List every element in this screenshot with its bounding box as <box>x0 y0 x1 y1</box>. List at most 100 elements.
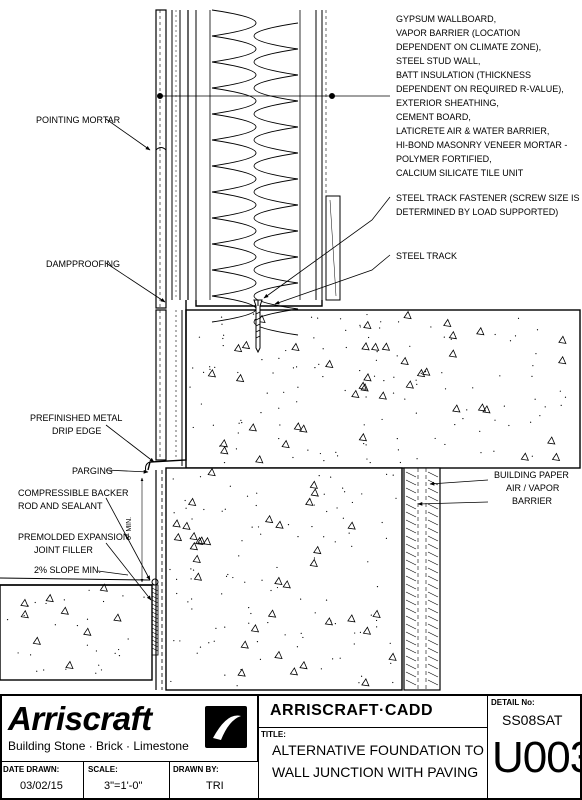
speckle-dot <box>415 379 417 381</box>
speckle-dot <box>212 424 214 426</box>
speckle-dot <box>63 599 65 601</box>
speckle-dot <box>325 599 328 601</box>
concrete-slab <box>185 309 581 469</box>
speckle-dot <box>326 510 328 513</box>
speckle-dot <box>208 642 210 644</box>
speckle-dot <box>319 452 321 455</box>
aggregate-mark <box>405 380 414 389</box>
speckle-dot <box>351 545 353 547</box>
speckle-dot <box>366 458 368 460</box>
speckle-dot <box>276 566 278 569</box>
aggregate-mark <box>551 452 561 461</box>
aggregate-mark <box>250 624 260 633</box>
speckle-dot <box>100 669 103 671</box>
scale-cell <box>84 762 170 800</box>
speckle-dot <box>118 648 120 651</box>
aggregate-mark <box>520 452 529 461</box>
aggregate-mark <box>362 626 372 635</box>
aggregate-mark <box>237 668 246 677</box>
aggregate-mark <box>65 660 74 670</box>
speckle-dot <box>466 409 468 411</box>
speckle-dot <box>336 455 339 457</box>
speckle-dot <box>404 398 406 400</box>
date-value: 03/02/15 <box>20 780 63 792</box>
speckle-dot <box>335 451 337 453</box>
date-label: DATE DRAWN: <box>3 765 60 774</box>
aggregate-mark <box>219 438 228 448</box>
aggregate-mark <box>282 580 291 589</box>
speckle-dot <box>256 641 259 643</box>
speckle-dot <box>203 508 205 511</box>
speckle-dot <box>368 336 370 339</box>
speckle-dot <box>189 386 191 388</box>
right-wall-section <box>403 467 441 691</box>
aggregate-mark <box>193 572 203 581</box>
speckle-dot <box>199 542 201 544</box>
speckle-dot <box>6 618 9 621</box>
speckle-dot <box>143 596 145 598</box>
aggregate-mark <box>248 423 257 432</box>
speckle-dot <box>358 682 360 684</box>
aggregate-mark <box>20 609 29 619</box>
aggregate-mark <box>477 403 487 412</box>
speckle-dot <box>192 569 195 571</box>
brand-cell <box>0 694 258 762</box>
speckle-dot <box>276 586 279 589</box>
speckle-dot <box>241 540 243 542</box>
speckle-dot <box>376 626 378 628</box>
speckle-dot <box>514 335 517 337</box>
aggregate-mark <box>381 342 391 351</box>
detail-code: SS08SAT <box>502 712 563 728</box>
aggregate-mark <box>182 521 191 530</box>
speckle-dot <box>209 366 211 368</box>
speckle-dot <box>227 573 229 576</box>
speckle-dot <box>365 396 367 398</box>
speckle-dot <box>225 575 228 577</box>
speckle-dot <box>248 607 250 609</box>
speckle-dot <box>237 432 239 434</box>
speckle-dot <box>450 338 452 340</box>
aggregate-mark <box>400 356 409 366</box>
aggregate-mark <box>241 340 251 350</box>
speckle-dot <box>278 357 280 360</box>
speckle-dot <box>339 318 342 320</box>
speckle-dot <box>494 419 496 421</box>
aggregate-mark <box>299 424 308 433</box>
speckle-dot <box>314 612 316 614</box>
speckle-dot <box>399 461 402 464</box>
speckle-dot <box>392 392 395 394</box>
speckle-dot <box>348 532 350 534</box>
speckle-dot <box>221 510 223 512</box>
speckle-dot <box>261 579 263 581</box>
aggregate-mark <box>448 349 457 358</box>
title-cell <box>258 727 488 800</box>
aggregate-mark <box>113 613 122 622</box>
aggregate-mark <box>20 598 29 607</box>
speckle-dot <box>320 668 322 670</box>
speckle-dot <box>199 646 202 648</box>
speckle-dot <box>86 644 88 646</box>
speckle-dot <box>169 568 171 571</box>
speckle-dot <box>191 518 193 520</box>
scale-label: SCALE: <box>88 765 118 774</box>
speckle-dot <box>102 600 105 603</box>
aggregate-mark <box>310 488 319 497</box>
speckle-dot <box>420 372 422 374</box>
drip-edge-label: PREFINISHED METAL DRIP EDGE <box>30 413 125 436</box>
speckle-dot <box>302 636 304 639</box>
speckle-dot <box>509 340 512 342</box>
speckle-dot <box>381 521 383 524</box>
speckle-dot <box>261 359 263 361</box>
speckle-dot <box>190 578 192 580</box>
concrete-speckle <box>6 313 567 687</box>
speckle-dot <box>257 526 260 528</box>
steel-track-label: STEEL TRACK <box>396 251 457 261</box>
speckle-dot <box>389 642 391 644</box>
speckle-dot <box>322 375 324 378</box>
aggregate-mark <box>173 532 183 542</box>
arriscraft-logo <box>205 706 247 748</box>
speckle-dot <box>493 450 495 452</box>
speckle-dot <box>380 321 382 323</box>
brand-name: Arriscraft <box>8 700 152 737</box>
speckle-dot <box>424 371 427 373</box>
